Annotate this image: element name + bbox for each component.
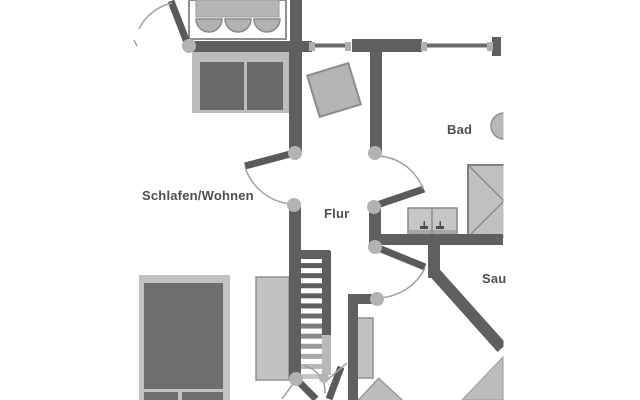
wall-north bbox=[186, 41, 312, 52]
faucet-left-tick bbox=[423, 221, 425, 226]
wall-north-pier bbox=[352, 39, 422, 52]
swing-line-bottom-1 bbox=[326, 362, 348, 381]
sofa-cushion-right bbox=[247, 62, 283, 110]
door-leaf-schlafen bbox=[244, 149, 295, 170]
stairs-stringer-light bbox=[322, 335, 331, 375]
room-label-schlafen-wohnen: Schlafen/Wohnen bbox=[142, 188, 254, 203]
hinge-bad-top bbox=[368, 146, 382, 160]
flur-rotated-square bbox=[305, 61, 363, 119]
hinge-stairs-small bbox=[319, 373, 329, 383]
door-leaf-sauna bbox=[374, 243, 427, 271]
bottom-right-triangle bbox=[461, 355, 504, 400]
bed-pillow-left bbox=[144, 392, 178, 400]
hinge-stairs-bottom bbox=[289, 372, 303, 386]
stair-rung-3 bbox=[298, 273, 324, 279]
stair-rung-8 bbox=[298, 323, 324, 329]
sofa-cushion-left bbox=[200, 62, 244, 110]
hinge-kitchen bbox=[182, 39, 196, 53]
window-north-left bbox=[313, 43, 346, 48]
shower-x-2 bbox=[468, 200, 504, 237]
bed-pillow-right bbox=[182, 392, 223, 400]
window-end-post bbox=[492, 37, 501, 56]
window-north-right bbox=[424, 43, 488, 48]
window-cap-2 bbox=[345, 42, 351, 51]
stool-3 bbox=[253, 18, 281, 33]
door-arc-sauna bbox=[377, 267, 426, 299]
stair-rung-5 bbox=[298, 293, 324, 299]
stairs-stringer-dark bbox=[322, 251, 331, 335]
hinge-bad-bottom bbox=[367, 200, 381, 214]
door-arc-bottom bbox=[303, 365, 326, 394]
wall-flur-south-vertical bbox=[348, 294, 358, 400]
bed-mattress bbox=[144, 283, 223, 389]
door-arc-kitchen bbox=[138, 2, 173, 30]
window-cap-3 bbox=[421, 42, 427, 51]
wall-flur-south-horizontal bbox=[348, 294, 378, 304]
kitchen-counter bbox=[195, 0, 280, 18]
wall-flur-east-upper bbox=[370, 50, 382, 152]
stair-rung-7 bbox=[298, 313, 324, 319]
hinge-sauna-bottom bbox=[370, 292, 384, 306]
wall-bad-south bbox=[375, 234, 503, 245]
bottom-diamond bbox=[342, 377, 418, 400]
shower-x-1 bbox=[468, 165, 504, 202]
window-cap-4 bbox=[487, 42, 493, 51]
door-leaf-kitchen bbox=[167, 0, 192, 47]
stair-rung-13 bbox=[298, 374, 324, 379]
room-label-flur: Flur bbox=[324, 206, 350, 221]
wardrobe bbox=[255, 276, 290, 381]
wall-schlafen-east-lower bbox=[289, 205, 301, 379]
washbasin-round bbox=[490, 112, 504, 140]
faucet-left-dash bbox=[420, 226, 428, 229]
stair-rung-10 bbox=[298, 343, 324, 349]
faucet-right-dash bbox=[436, 226, 444, 229]
shower-tray bbox=[467, 164, 504, 238]
room-label-bad: Bad bbox=[447, 122, 473, 137]
door-leaf-bottom-right bbox=[325, 365, 345, 400]
door-arc-bad bbox=[378, 155, 424, 190]
stair-rung-6 bbox=[298, 303, 324, 309]
door-leaf-bad bbox=[372, 185, 426, 210]
hinge-schlafen-top bbox=[288, 146, 302, 160]
stair-rung-4 bbox=[298, 283, 324, 289]
stair-rung-9 bbox=[298, 333, 324, 339]
swing-tick-top-left bbox=[133, 39, 138, 47]
stool-2 bbox=[224, 18, 252, 33]
window-cap-1 bbox=[309, 42, 315, 51]
stair-rung-2 bbox=[298, 263, 324, 269]
stool-1 bbox=[195, 18, 223, 33]
room-label-sauna: Sau bbox=[482, 271, 507, 286]
wall-sauna-stub bbox=[428, 243, 440, 278]
stair-rung-12 bbox=[298, 363, 324, 369]
wall-schlafen-east-upper bbox=[289, 42, 302, 152]
radiator bbox=[356, 317, 374, 379]
faucet-right-tick bbox=[439, 221, 441, 226]
stair-rung-11 bbox=[298, 353, 324, 359]
wall-kitchen-vertical bbox=[290, 0, 302, 45]
door-arc-schlafen bbox=[244, 166, 294, 205]
wall-sauna-diagonal bbox=[429, 267, 504, 353]
hinge-sauna-top bbox=[368, 240, 382, 254]
hinge-schlafen-bottom bbox=[287, 198, 301, 212]
stairs-top-stub bbox=[297, 250, 330, 259]
